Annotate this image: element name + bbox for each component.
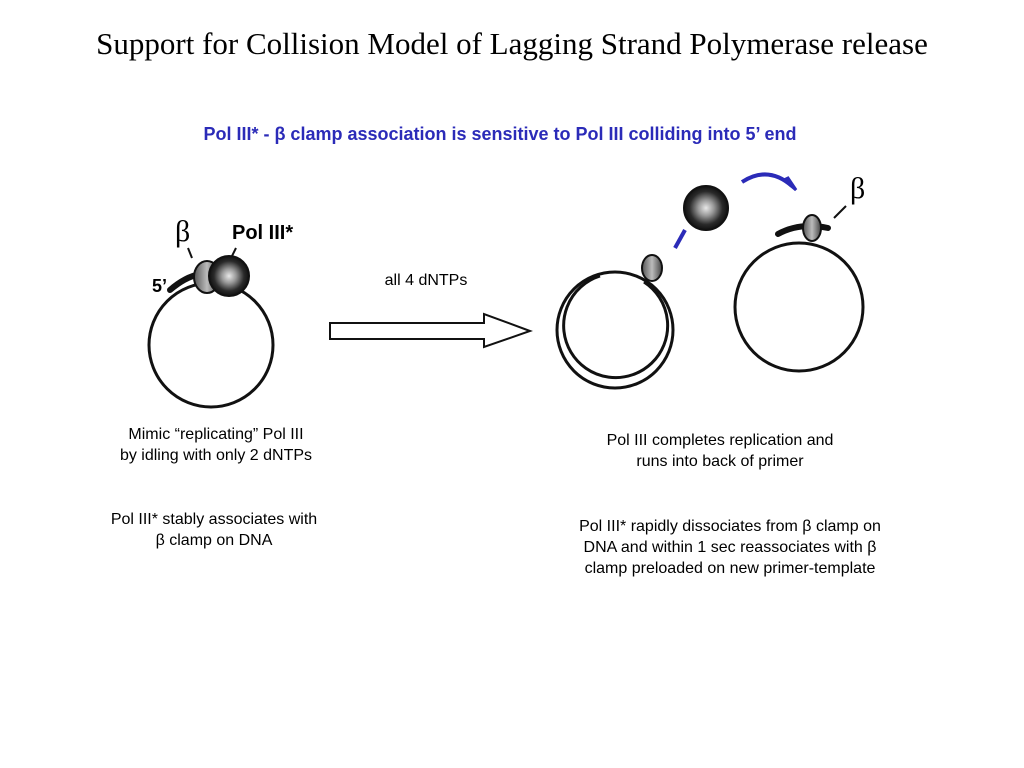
slide-subtitle: Pol III* - β clamp association is sensit… — [203, 124, 797, 144]
caption-left-bottom: Pol III* stably associates with β clamp … — [64, 509, 364, 551]
caption-line: β clamp on DNA — [155, 532, 273, 549]
left-pol-iii-star — [208, 255, 250, 297]
right-beta-label: β — [850, 172, 865, 205]
caption-line: clamp preloaded on new primer-template — [584, 560, 876, 577]
pol-iii-label: Pol III* — [232, 222, 293, 244]
completed-dna-complex — [555, 185, 729, 390]
completed-beta-clamp — [641, 254, 663, 282]
arrow-label: all 4 dNTPs — [385, 272, 468, 289]
five-prime-label: 5’ — [152, 276, 167, 296]
caption-line: Mimic “replicating” Pol III — [128, 426, 304, 443]
caption-line: Pol III* rapidly dissociates from β clam… — [579, 518, 881, 535]
caption-right-top: Pol III completes replication and runs i… — [560, 430, 880, 472]
slide-title: Support for Collision Model of Lagging S… — [96, 26, 928, 61]
hollow-arrow-shape — [329, 312, 533, 349]
caption-line: by idling with only 2 dNTPs — [119, 447, 313, 464]
caption-line: Pol III completes replication and — [606, 432, 834, 449]
dissociation-dash — [673, 229, 687, 249]
left-beta-label: β — [175, 215, 190, 248]
left-beta-pointer — [187, 247, 193, 259]
preloaded-beta-clamp — [802, 214, 822, 242]
new-primer-template: β — [733, 172, 865, 373]
caption-line: runs into back of primer — [636, 453, 804, 470]
left-pol-pointer — [231, 247, 237, 257]
completed-inner-strand — [562, 274, 670, 380]
new-primer-strand — [775, 223, 831, 237]
caption-right-bottom: Pol III* rapidly dissociates from β clam… — [520, 516, 940, 579]
caption-left-top: Mimic “replicating” Pol III by idling wi… — [76, 424, 356, 466]
completed-outer-strand — [555, 270, 675, 390]
caption-line: Pol III* stably associates with — [110, 511, 318, 528]
right-beta-pointer — [833, 205, 847, 219]
released-pol-iii-star — [683, 185, 729, 231]
caption-line: DNA and within 1 sec reassociates with β — [583, 539, 877, 556]
reassociation-arrowhead — [781, 176, 798, 192]
left-dna-circle — [147, 281, 275, 409]
left-dna-complex: β Pol III* 5’ — [147, 215, 293, 409]
new-dna-circle — [733, 241, 865, 373]
process-arrow: all 4 dNTPs — [329, 272, 533, 349]
